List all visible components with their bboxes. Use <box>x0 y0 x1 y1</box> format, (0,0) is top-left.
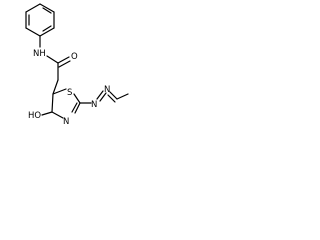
phenyl-ring <box>25 3 55 37</box>
bond <box>41 111 53 116</box>
bond <box>52 88 67 95</box>
bond <box>58 60 71 68</box>
hydroxyl-label: HO <box>28 111 41 121</box>
bond <box>116 93 129 100</box>
bond <box>52 79 59 95</box>
chemical-structure: NH O S HO N N N <box>25 3 129 127</box>
bond <box>42 25 52 32</box>
bond <box>25 27 41 37</box>
bond <box>57 56 70 64</box>
bond <box>96 90 104 100</box>
thiazoline-ring <box>51 88 81 119</box>
bond <box>25 3 41 13</box>
bond <box>42 7 52 14</box>
ring-nitrogen-label: N <box>63 117 69 127</box>
sulfur-label: S <box>67 88 72 98</box>
carbonyl-oxygen-label: O <box>71 52 78 62</box>
bond <box>39 3 55 13</box>
nh-label: NH <box>33 49 46 59</box>
bond <box>109 91 118 100</box>
bond <box>51 93 54 113</box>
azo-nitrogen-2-label: N <box>104 85 110 95</box>
bond <box>99 92 107 102</box>
bond <box>39 27 55 37</box>
bond <box>74 102 81 114</box>
bond <box>46 55 59 64</box>
bond <box>71 102 78 113</box>
bond <box>73 93 81 104</box>
azo-nitrogen-1-label: N <box>91 100 97 110</box>
bond <box>51 111 64 119</box>
bond <box>107 94 116 103</box>
